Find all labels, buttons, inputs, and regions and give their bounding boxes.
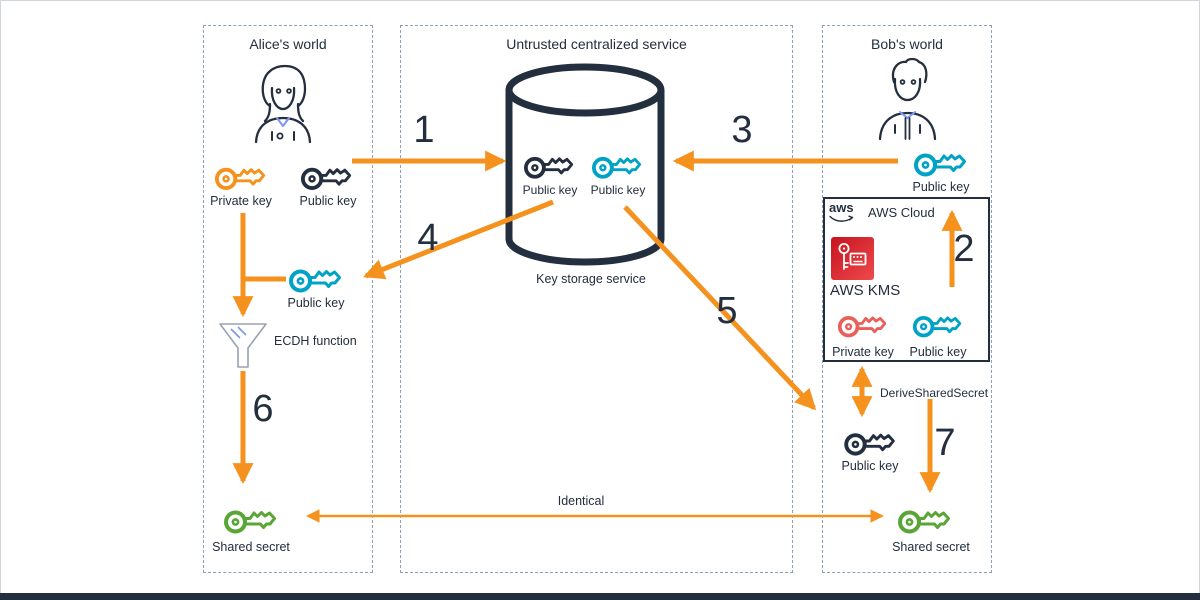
bob-shared-secret-icon xyxy=(897,500,953,536)
aws-kms-label: AWS KMS xyxy=(830,282,901,299)
untrusted-service-title: Untrusted centralized service xyxy=(506,36,687,52)
step-5-label: 5 xyxy=(716,290,738,332)
step-7-label: 7 xyxy=(934,422,956,464)
ecdh-funnel-icon xyxy=(217,322,269,370)
bob-public-key-icon xyxy=(913,143,969,179)
bob-world-title: Bob's world xyxy=(871,36,943,52)
ecdh-function-label: ECDH function xyxy=(274,334,357,348)
stored-public-key-a-icon xyxy=(523,147,576,181)
stored-public-key-b-icon xyxy=(591,147,644,181)
bob-person-icon xyxy=(875,55,941,141)
kms-private-key-label: Private key xyxy=(832,345,894,359)
aws-kms-icon xyxy=(831,237,874,280)
alice-private-key-icon xyxy=(214,157,268,193)
stored-public-key-b-label: Public key xyxy=(590,183,646,197)
alice-world-title: Alice's world xyxy=(249,36,327,52)
bottom-accent-bar xyxy=(0,593,1200,600)
bob-received-public-key-icon xyxy=(843,423,898,458)
step-2-label: 2 xyxy=(953,228,975,270)
kms-private-key-icon xyxy=(837,306,889,340)
alice-received-public-key-label: Public key xyxy=(287,296,345,310)
bob-public-key-label: Public key xyxy=(912,180,970,194)
kms-public-key-label: Public key xyxy=(909,345,967,359)
alice-received-public-key-icon xyxy=(288,259,344,295)
key-storage-caption: Key storage service xyxy=(536,272,646,286)
derive-shared-secret-label: DeriveSharedSecret xyxy=(880,386,989,400)
alice-world-box: Alice's world xyxy=(203,25,373,573)
alice-private-key-label: Private key xyxy=(210,194,272,208)
aws-logo-text: aws xyxy=(829,200,854,215)
alice-public-key-icon xyxy=(300,157,354,193)
aws-cloud-label: AWS Cloud xyxy=(868,205,935,220)
alice-public-key-label: Public key xyxy=(299,194,357,208)
bob-shared-secret-label: Shared secret xyxy=(892,540,970,554)
step-4-label: 4 xyxy=(417,217,439,259)
identical-label: Identical xyxy=(557,494,605,508)
alice-shared-secret-label: Shared secret xyxy=(212,540,290,554)
bob-world-box: Bob's world xyxy=(822,25,992,573)
stored-public-key-a-label: Public key xyxy=(522,183,578,197)
step-3-label: 3 xyxy=(731,109,753,151)
step-1-label: 1 xyxy=(413,109,435,151)
kms-public-key-icon xyxy=(912,306,964,340)
alice-person-icon xyxy=(249,60,317,144)
bob-received-public-key-label: Public key xyxy=(841,459,899,473)
alice-shared-secret-icon xyxy=(223,500,279,536)
step-6-label: 6 xyxy=(252,388,274,430)
aws-logo-icon: aws xyxy=(829,201,855,224)
